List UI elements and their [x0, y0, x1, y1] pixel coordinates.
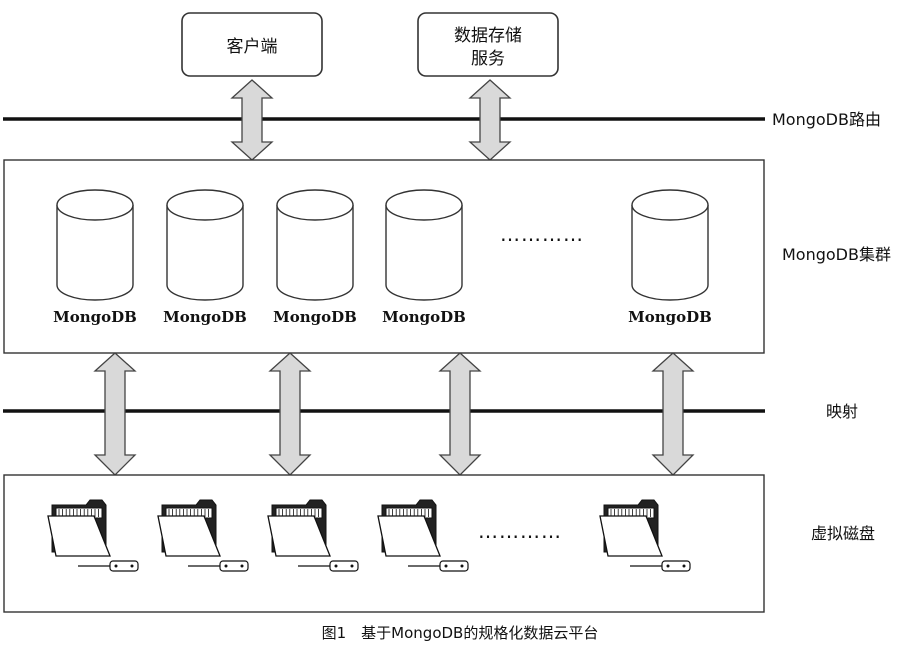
- database-cylinder-top: [385, 189, 463, 221]
- mongodb-node-label: MongoDB: [628, 308, 712, 326]
- storage-service-label-line2: 服务: [471, 49, 505, 69]
- drive-icon: [408, 560, 469, 572]
- database-cylinder-icon: [276, 205, 354, 301]
- mongodb-node-label: MongoDB: [382, 308, 466, 326]
- virtual-disk-label: 虚拟磁盘: [811, 524, 875, 543]
- database-cylinder-top: [166, 189, 244, 221]
- mapping-double-arrow: [651, 352, 695, 476]
- folder-icon: [599, 499, 663, 557]
- mongodb-node: MongoDB: [163, 189, 247, 326]
- mapping-double-arrow: [93, 352, 137, 476]
- mongodb-node-label: MongoDB: [53, 308, 137, 326]
- cluster-label: MongoDB集群: [782, 245, 891, 264]
- client-label: 客户端: [227, 37, 278, 57]
- database-cylinder-icon: [166, 205, 244, 301]
- cluster-ellipsis: …………: [500, 222, 584, 246]
- mongodb-node-label: MongoDB: [273, 308, 357, 326]
- database-cylinder-top: [56, 189, 134, 221]
- drive-icon: [630, 560, 691, 572]
- folder-icon: [377, 499, 441, 557]
- router-label: MongoDB路由: [772, 110, 881, 129]
- drive-icon: [188, 560, 249, 572]
- storage-service-label-line1: 数据存储: [454, 26, 522, 46]
- database-cylinder-icon: [385, 205, 463, 301]
- database-cylinder-icon: [56, 205, 134, 301]
- drive-icon: [298, 560, 359, 572]
- mongodb-node: MongoDB: [273, 189, 357, 326]
- mapping-label: 映射: [826, 402, 858, 421]
- folder-icon: [267, 499, 331, 557]
- database-cylinder-top: [631, 189, 709, 221]
- drive-icon: [78, 560, 139, 572]
- storage-service-box: [417, 12, 559, 77]
- virtual-disk-item: [157, 499, 249, 572]
- virtual-disk-item: [47, 499, 139, 572]
- figure-caption: 图1 基于MongoDB的规格化数据云平台: [322, 624, 599, 642]
- virtual-disk-item: [267, 499, 359, 572]
- virtual-disks: [47, 499, 691, 572]
- database-cylinder-top: [276, 189, 354, 221]
- mapping-double-arrow: [438, 352, 482, 476]
- cluster-nodes: MongoDB MongoDB MongoDB MongoDB MongoDB: [53, 189, 712, 326]
- mongodb-node: MongoDB: [53, 189, 137, 326]
- client-box: [181, 12, 323, 77]
- mongodb-node: MongoDB: [628, 189, 712, 326]
- mapping-double-arrow: [268, 352, 312, 476]
- virtual-disk-item: [599, 499, 691, 572]
- folder-icon: [47, 499, 111, 557]
- disk-ellipsis: …………: [478, 519, 562, 543]
- folder-icon: [157, 499, 221, 557]
- virtual-disk-item: [377, 499, 469, 572]
- database-cylinder-icon: [631, 205, 709, 301]
- mongodb-node-label: MongoDB: [163, 308, 247, 326]
- mapping-arrows: [93, 352, 695, 476]
- mongodb-node: MongoDB: [382, 189, 466, 326]
